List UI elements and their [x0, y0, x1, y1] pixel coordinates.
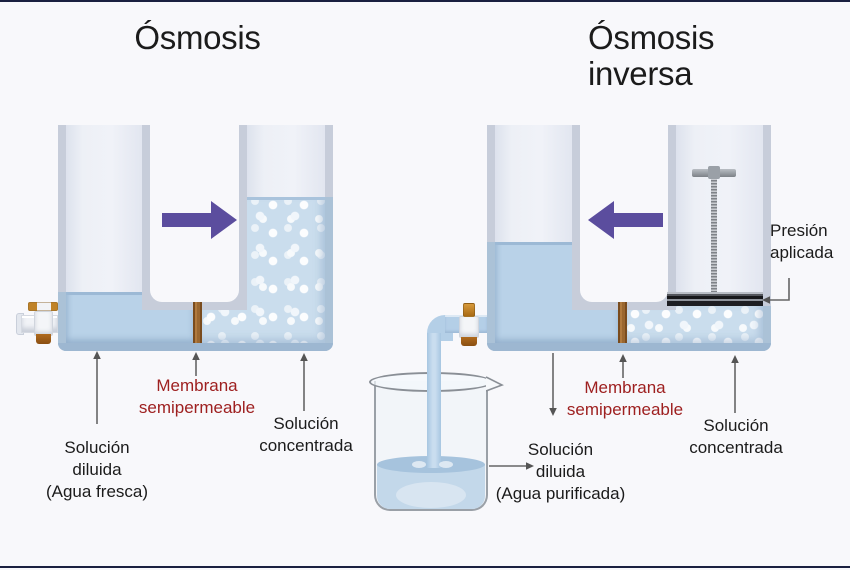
splash-left [412, 461, 426, 468]
label-pressure: Presión aplicada [770, 221, 834, 262]
tap-handle-open [463, 303, 475, 317]
bottom-border-line [0, 566, 850, 568]
semipermeable-membrane [618, 302, 627, 351]
top-border-line [0, 0, 850, 2]
label-dilute-left: Solución diluida (Agua fresca) [45, 438, 149, 501]
water-surface-line [66, 292, 142, 295]
label-concentrated-left: Solución concentrada [259, 414, 353, 455]
label-concentrated-right: Solución concentrada [689, 416, 783, 457]
osmosis-u-tube [58, 125, 333, 351]
pointer-pressure-icon [762, 278, 790, 304]
reverse-osmosis-u-tube [487, 125, 771, 351]
splash-right [439, 461, 453, 468]
piston-handle-knob [708, 166, 720, 179]
pointer-concentrated-left-icon [300, 353, 308, 411]
reverse-osmosis-flow-arrow-icon [588, 201, 663, 239]
outer-left-wall-submerged [58, 292, 66, 351]
outer-right-wall-submerged [763, 306, 771, 351]
semipermeable-membrane [193, 302, 202, 351]
label-membrane-left: Membrana semipermeable [138, 376, 256, 417]
concentrated-solution [626, 306, 763, 343]
pointer-concentrated-right-icon [731, 355, 739, 413]
tap-handle-closed [28, 302, 58, 311]
label-dilute-right: Solución diluida (Agua purificada) [495, 440, 626, 503]
beaker-spout [486, 376, 504, 392]
pointer-down-outflow-icon [549, 353, 557, 416]
outer-right-wall-submerged [325, 197, 333, 351]
pointer-membrane-right-icon [619, 354, 627, 378]
stream-vertical [427, 333, 441, 468]
tap-valve-body-open [459, 316, 479, 338]
osmosis-flow-arrow-icon [162, 201, 237, 239]
tap-nozzle-open [461, 337, 477, 346]
outer-left-wall [58, 125, 66, 292]
pointer-beaker-water-icon [489, 462, 534, 470]
outer-left-wall-submerged [487, 242, 495, 351]
tap-valve-body [34, 311, 53, 336]
piston-plate [667, 292, 763, 306]
piston-rod [711, 177, 717, 293]
bottom-wall [487, 343, 771, 351]
beaker-water-highlight [396, 482, 466, 508]
pointer-membrane-left-icon [192, 352, 200, 376]
outer-right-wall [325, 125, 333, 197]
outer-right-wall [763, 125, 771, 306]
outer-left-wall [487, 125, 495, 242]
tap-nozzle [36, 334, 51, 344]
left-panel-title: Ósmosis [134, 19, 261, 56]
concentrated-surface-line [247, 197, 325, 200]
right-panel-title: Ósmosis inversa [588, 19, 715, 92]
water-surface-line [495, 242, 572, 245]
label-membrane-right: Membrana semipermeable [566, 378, 684, 419]
pointer-dilute-left-icon [93, 351, 101, 424]
bottom-wall [58, 343, 333, 351]
